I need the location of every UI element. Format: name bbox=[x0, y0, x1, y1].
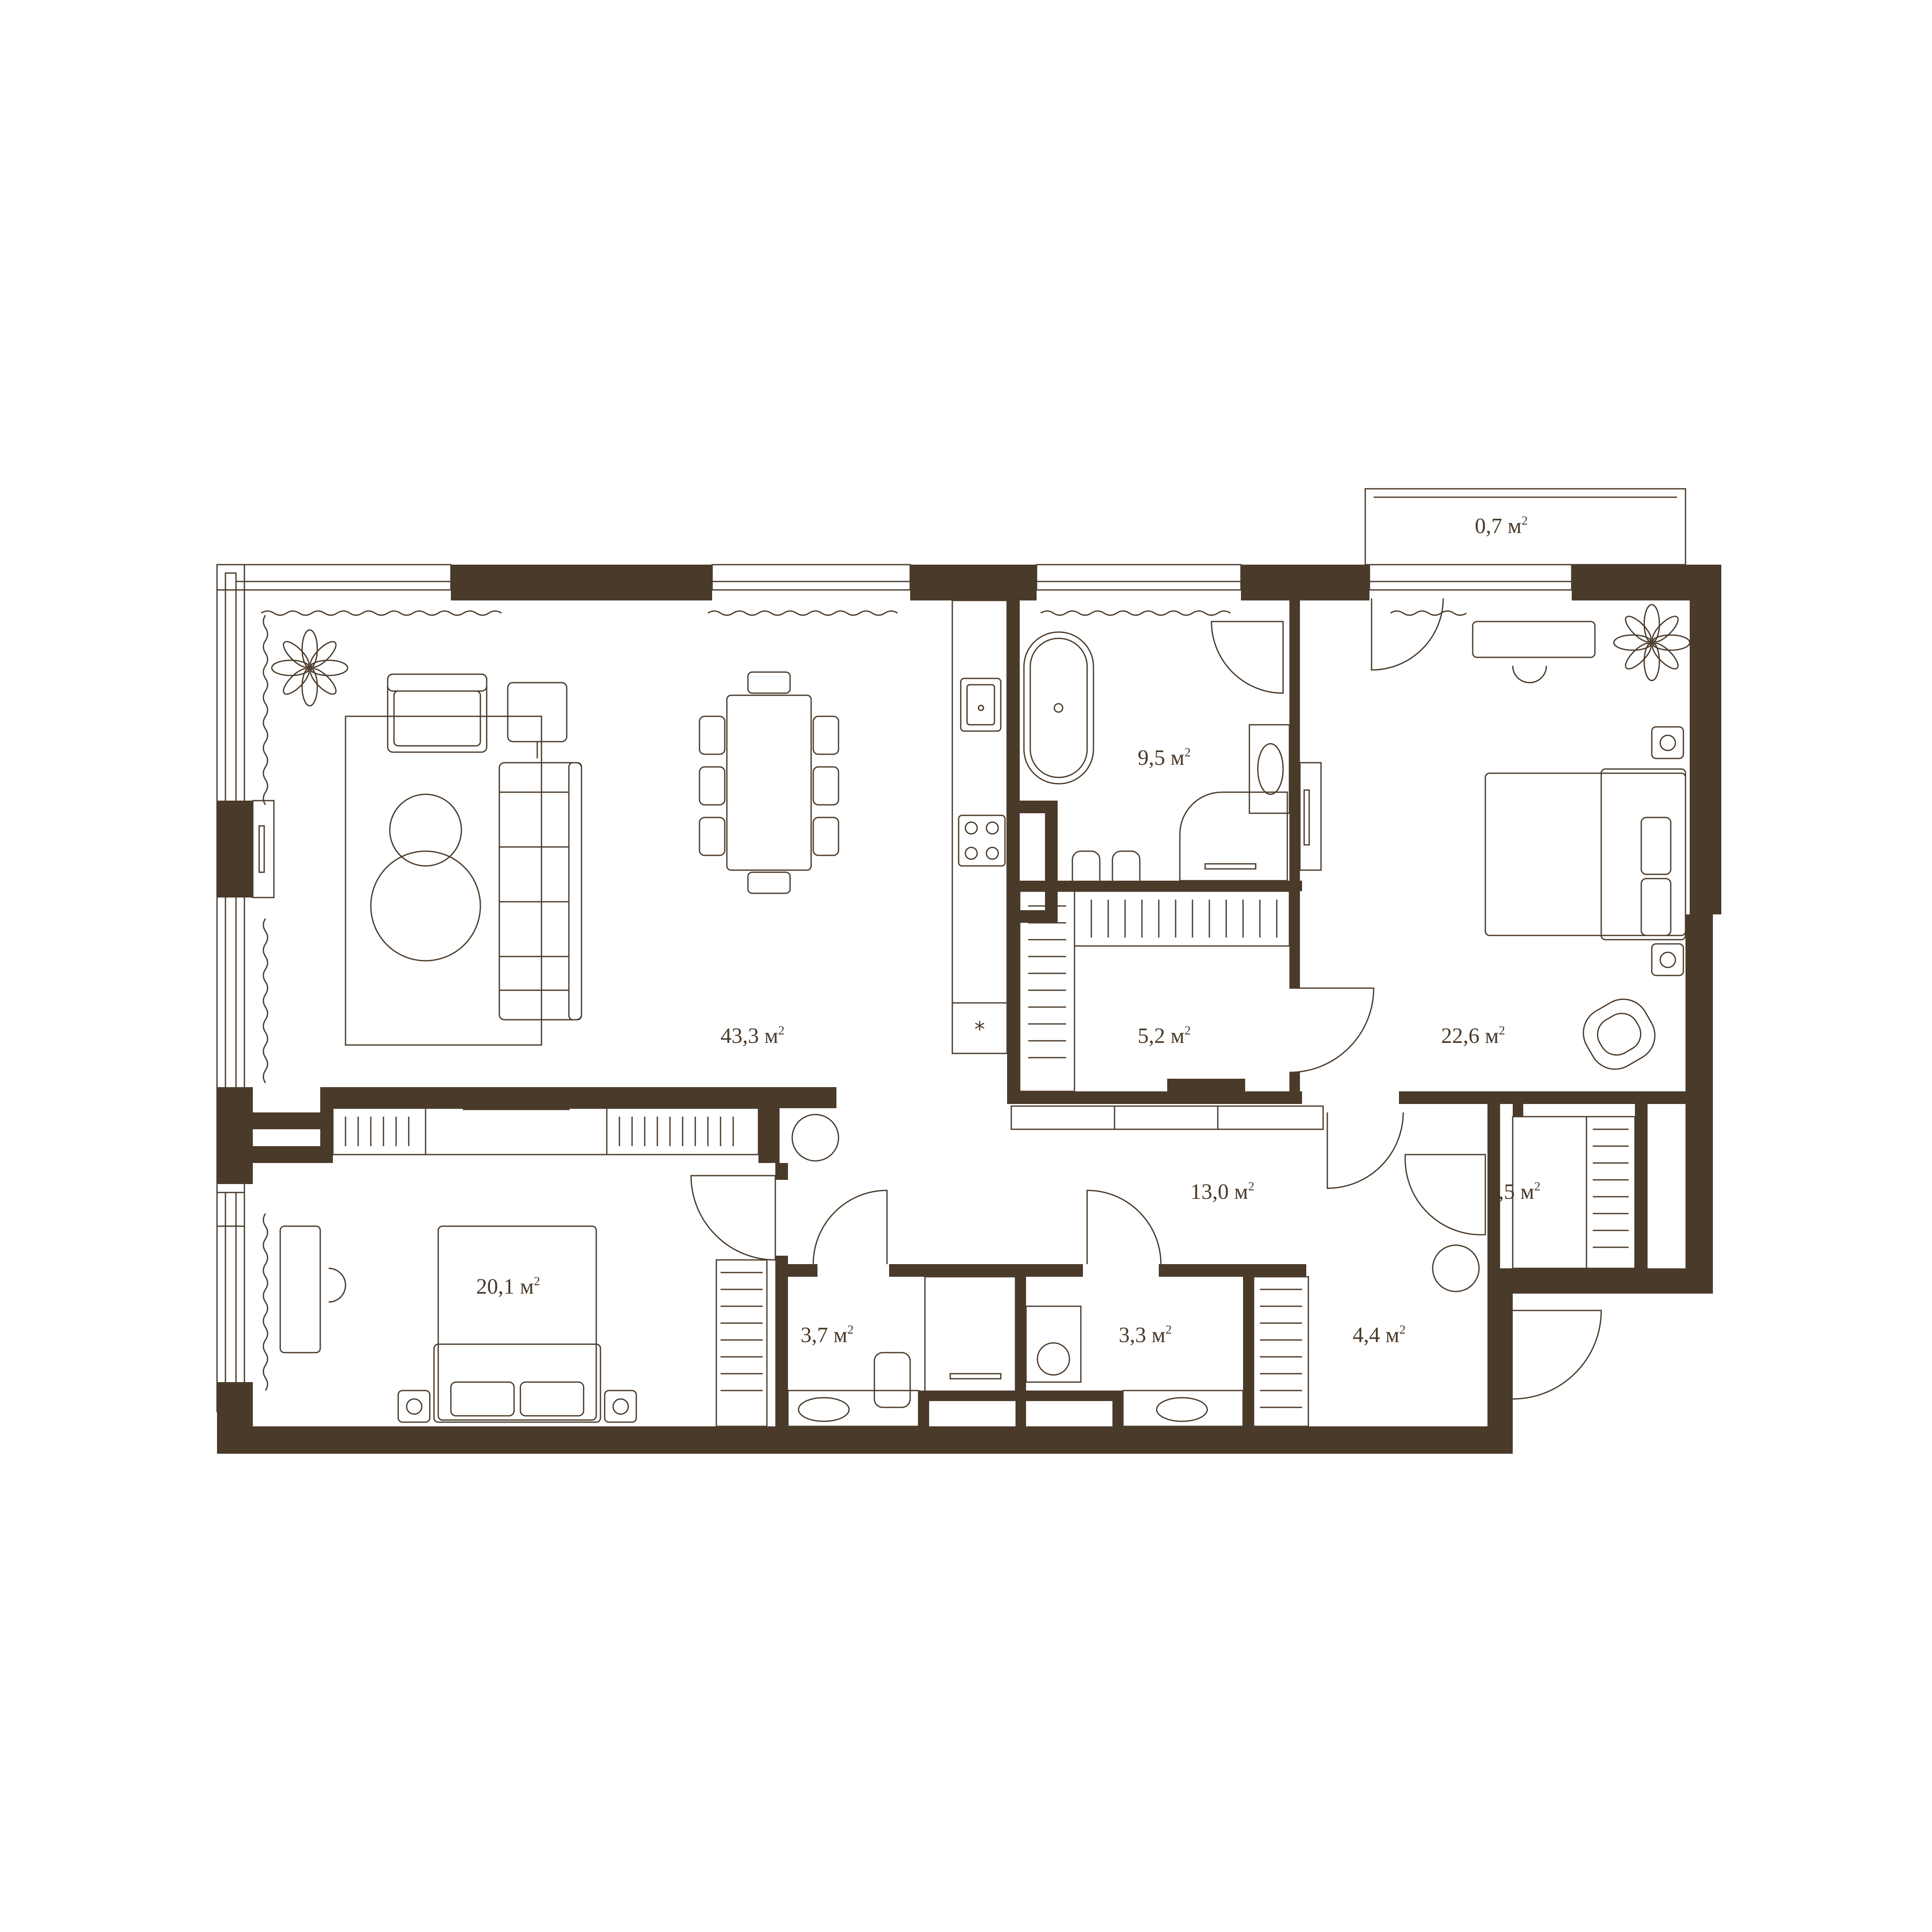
wardrobe-icon bbox=[1253, 1276, 1309, 1427]
sink-icon bbox=[1249, 724, 1290, 814]
bed-icon bbox=[397, 1225, 637, 1423]
room-area-balcony: 0,7 м2 bbox=[1475, 514, 1528, 538]
hangers-a bbox=[345, 1117, 734, 1146]
desk-icon bbox=[1472, 621, 1596, 683]
walls bbox=[217, 565, 1721, 1454]
sink-icon bbox=[1122, 1390, 1244, 1427]
desk-icon bbox=[279, 1225, 346, 1353]
room-area-bath-2: 3,7 м2 bbox=[801, 1323, 854, 1347]
door-icon bbox=[690, 598, 1602, 1400]
refrigerator-icon: * bbox=[951, 1002, 1008, 1054]
round-table-icon bbox=[1432, 1244, 1480, 1292]
hall-cabinet bbox=[1010, 1105, 1324, 1130]
side-table bbox=[507, 682, 568, 758]
armchair-icon bbox=[387, 673, 488, 753]
tv-icon bbox=[252, 800, 275, 898]
room-area-living: 43,3 м2 bbox=[721, 1024, 785, 1048]
armchair-icon bbox=[1583, 998, 1656, 1070]
kitchen-counter bbox=[951, 600, 1008, 1054]
stove-icon bbox=[958, 815, 1006, 867]
room-area-bedroom-master: 22,6 м2 bbox=[1441, 1024, 1505, 1048]
room-area-bath-main: 9,5 м2 bbox=[1138, 745, 1191, 770]
bed-icon bbox=[1485, 726, 1686, 976]
curtains bbox=[261, 610, 1467, 1391]
toilet-icon bbox=[1072, 850, 1141, 890]
bathtub-icon bbox=[1023, 631, 1094, 785]
wardrobe-icon bbox=[1512, 1116, 1636, 1269]
sink-icon bbox=[787, 1390, 919, 1427]
sink-icon bbox=[960, 678, 1002, 732]
room-area-dressing: 5,2 м2 bbox=[1138, 1024, 1191, 1048]
room-area-hall: 13,0 м2 bbox=[1190, 1179, 1254, 1204]
room-area-bedroom-2: 20,1 м2 bbox=[476, 1274, 540, 1299]
round-table-icon bbox=[370, 793, 481, 962]
washing-machine-icon bbox=[1025, 1305, 1082, 1383]
plant-icon bbox=[1613, 604, 1691, 681]
shower-icon bbox=[924, 1276, 1016, 1393]
shower-icon bbox=[1179, 791, 1288, 882]
toilet-icon bbox=[874, 1352, 911, 1408]
svg-text:*: * bbox=[975, 1017, 985, 1042]
wardrobe-icon bbox=[332, 1101, 759, 1155]
dining-table-icon bbox=[699, 671, 839, 894]
wardrobe-icon bbox=[1019, 890, 1290, 1092]
round-table-icon bbox=[791, 1114, 839, 1162]
room-labels: 43,3 м2 9,5 м2 0,7 м2 22,6 м2 5,2 м2 13,… bbox=[476, 514, 1541, 1347]
wardrobe-icon bbox=[715, 1259, 768, 1427]
room-area-entry: 4,4 м2 bbox=[1353, 1323, 1406, 1347]
tv-icon bbox=[1299, 762, 1322, 871]
plant-icon bbox=[271, 629, 348, 707]
room-area-bath-3: 3,3 м2 bbox=[1119, 1323, 1172, 1347]
room-area-storage: 2,5 м2 bbox=[1487, 1179, 1541, 1204]
rug bbox=[345, 715, 542, 1046]
sofa-icon bbox=[498, 762, 582, 1021]
